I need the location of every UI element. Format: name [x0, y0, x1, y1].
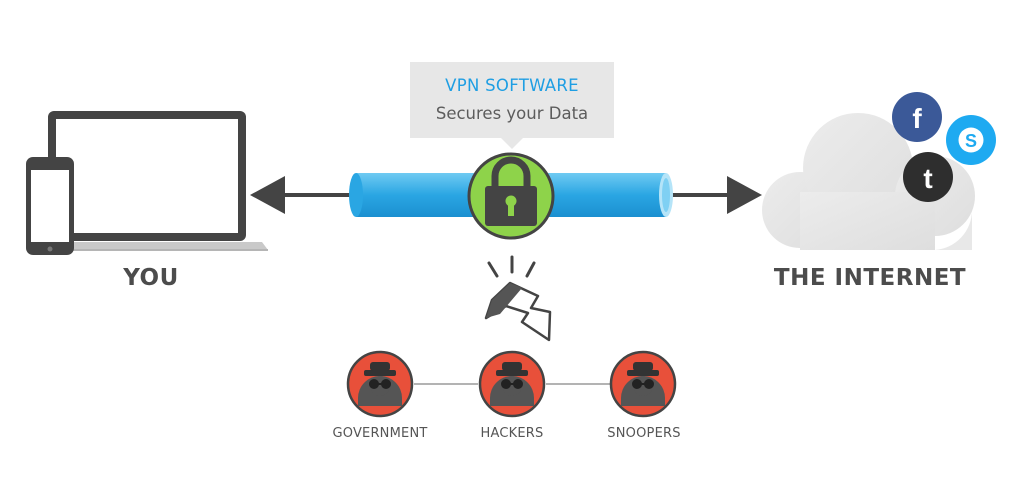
laptop-icon — [34, 111, 268, 251]
twitter-icon: t — [903, 152, 953, 202]
callout-title: VPN SOFTWARE — [445, 76, 579, 95]
deflect-arrow-icon — [484, 281, 552, 342]
snoopers-label: SNOOPERS — [607, 426, 681, 441]
twitter-glyph: t — [923, 163, 932, 194]
hackers-label: HACKERS — [480, 426, 544, 441]
skype-icon: S — [946, 115, 996, 165]
attack-burst-icon — [487, 255, 536, 278]
vpn-callout: VPN SOFTWARE Secures your Data — [410, 62, 614, 149]
government-label: GOVERNMENT — [332, 426, 428, 441]
lock-icon — [467, 152, 555, 240]
facebook-icon: f — [892, 92, 942, 142]
skype-glyph: S — [965, 131, 977, 151]
snooper-spy-icon — [609, 350, 677, 418]
you-label: YOU — [123, 265, 179, 291]
facebook-glyph: f — [912, 103, 922, 134]
callout-subtitle: Secures your Data — [435, 104, 589, 123]
arrow-left-icon — [250, 176, 356, 214]
arrow-right-icon — [668, 176, 762, 214]
smartphone-icon — [26, 157, 74, 255]
hacker-spy-icon — [478, 350, 546, 418]
internet-label: THE INTERNET — [773, 265, 967, 291]
government-spy-icon — [346, 350, 414, 418]
